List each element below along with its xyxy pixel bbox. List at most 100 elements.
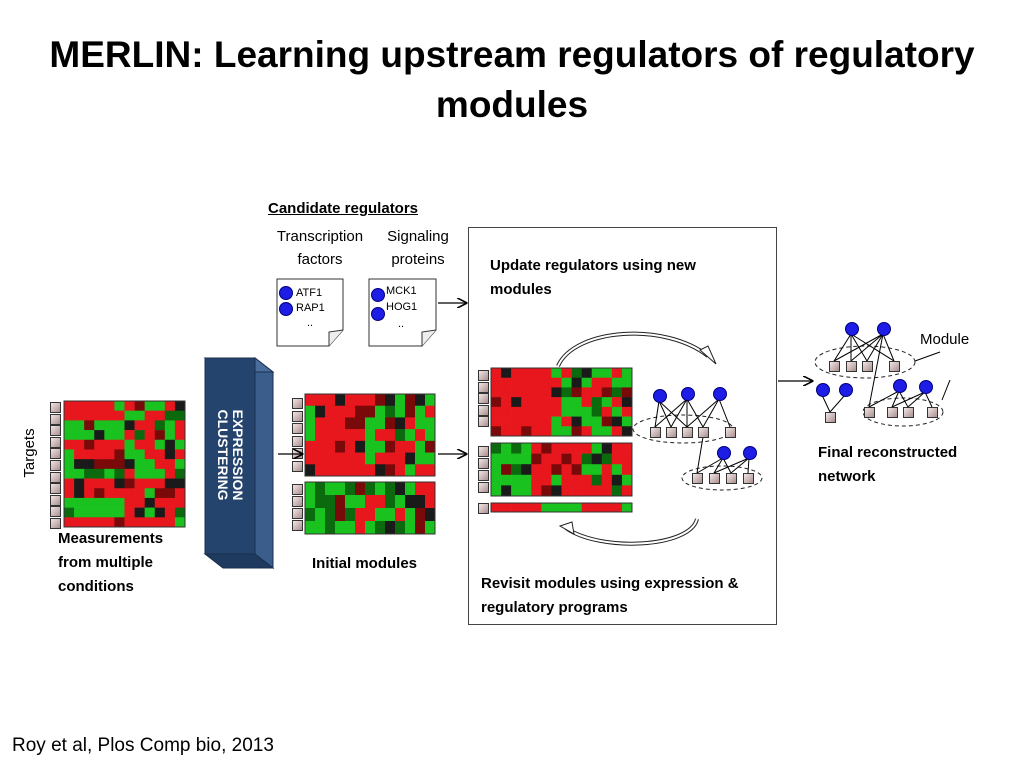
box-module-1-cell [491, 397, 502, 408]
box-module-2-cell [541, 474, 552, 486]
gene-square [292, 435, 303, 447]
measurement-cell [64, 478, 75, 489]
box-module-2-cell [501, 443, 512, 454]
box-module-2-cell [581, 464, 593, 476]
initial-module-1-cell [425, 405, 436, 418]
target-node [927, 407, 938, 418]
box-module-1-cell [561, 368, 572, 379]
box-module-1-cell [621, 377, 633, 388]
measurement-cell [104, 410, 115, 421]
target-node [889, 361, 900, 372]
box-module-1-cell [601, 387, 613, 398]
measurement-cell [114, 497, 125, 508]
module-outline [681, 465, 763, 491]
box-module-3-border [490, 502, 633, 513]
network-edge [702, 398, 720, 428]
box-module-1-cell [501, 426, 512, 437]
gene-square [478, 503, 489, 514]
initial-module-1-cell [345, 464, 356, 477]
initial-module-1-cell [395, 394, 406, 407]
measurement-cell [84, 401, 95, 411]
box-module-1-cell [561, 416, 572, 427]
initial-module-1-cell [335, 464, 346, 477]
box-module-1-cell [491, 416, 502, 427]
box-module-1-cell [491, 377, 502, 388]
initial-module-2-cell [335, 521, 346, 535]
measurement-cell [74, 507, 85, 518]
revisit-modules-label: Revisit modules using expression & regul… [481, 575, 739, 616]
measurement-cell [94, 468, 105, 479]
initial-module-2-cell [355, 482, 366, 496]
initial-module-2-cell [325, 521, 336, 535]
box-module-1-cell [541, 416, 552, 427]
box-module-1-cell [571, 397, 582, 408]
initial-module-2-cell [365, 482, 376, 496]
measurement-cell [164, 430, 176, 441]
initial-module-2-cell [385, 508, 396, 522]
measurement-cell [84, 517, 95, 528]
box-module-2-cell [491, 464, 502, 476]
initial-module-1-cell [375, 440, 386, 453]
box-module-2-cell [601, 453, 613, 465]
initial-modules-label: Initial modules [312, 555, 418, 572]
regulator-node-icon [893, 379, 907, 393]
target-square [50, 506, 61, 518]
box-module-1-cell [601, 416, 613, 427]
target-node [725, 427, 736, 438]
measurement-cell [84, 459, 95, 470]
initial-module-2-cell [355, 508, 366, 522]
measurement-cell [174, 420, 186, 431]
measurement-cell [144, 517, 156, 528]
target-square [50, 518, 61, 529]
regulator-node-icon [839, 383, 853, 397]
box-module-1-cell [581, 426, 593, 437]
box-module-1-cell [501, 397, 512, 408]
measurement-cell [74, 410, 85, 421]
box-module-2-cell [501, 453, 512, 465]
target-square [50, 483, 61, 495]
initial-module-1-cell [325, 452, 336, 465]
initial-module-1-border [304, 393, 436, 477]
network-edge [654, 400, 660, 428]
measurement-cell [94, 449, 105, 460]
measurement-cell [104, 449, 115, 460]
network-edge [821, 394, 831, 413]
box-module-2-cell [521, 474, 532, 486]
box-module-2-cell [601, 485, 613, 497]
network-edge [898, 390, 909, 408]
box-module-3-cell [491, 503, 502, 513]
measurement-border [63, 400, 186, 528]
box-module-2-cell [581, 443, 593, 454]
initial-module-1-cell [385, 394, 396, 407]
measurement-cell [164, 478, 176, 489]
network-edge [829, 394, 846, 413]
initial-module-2-cell [405, 521, 416, 535]
measurement-cell [94, 410, 105, 421]
initial-module-1-cell [415, 405, 426, 418]
box-module-3-cell [601, 503, 613, 513]
measurement-cell [104, 507, 115, 518]
measurement-cell [174, 468, 186, 479]
box-module-1-cell [501, 406, 512, 417]
network-edge [713, 457, 724, 474]
measurement-cell [74, 488, 85, 499]
target-node [825, 412, 836, 423]
gene-square [292, 410, 303, 422]
target-node [829, 361, 840, 372]
measurement-cell [144, 420, 156, 431]
gene-square [478, 446, 489, 457]
initial-module-1-cell [375, 405, 386, 418]
measurement-cell [134, 459, 145, 470]
initial-module-2-cell [345, 508, 356, 522]
box-module-1-cell [541, 368, 552, 379]
box-module-2-cell [571, 464, 582, 476]
box-module-1-cell [541, 426, 552, 437]
box-module-1-cell [571, 368, 582, 379]
initial-module-1-cell [305, 405, 316, 418]
initial-module-2-cell [395, 495, 406, 509]
measurement-cell [94, 488, 105, 499]
measurement-cell [74, 459, 85, 470]
measurement-cell [64, 410, 75, 421]
